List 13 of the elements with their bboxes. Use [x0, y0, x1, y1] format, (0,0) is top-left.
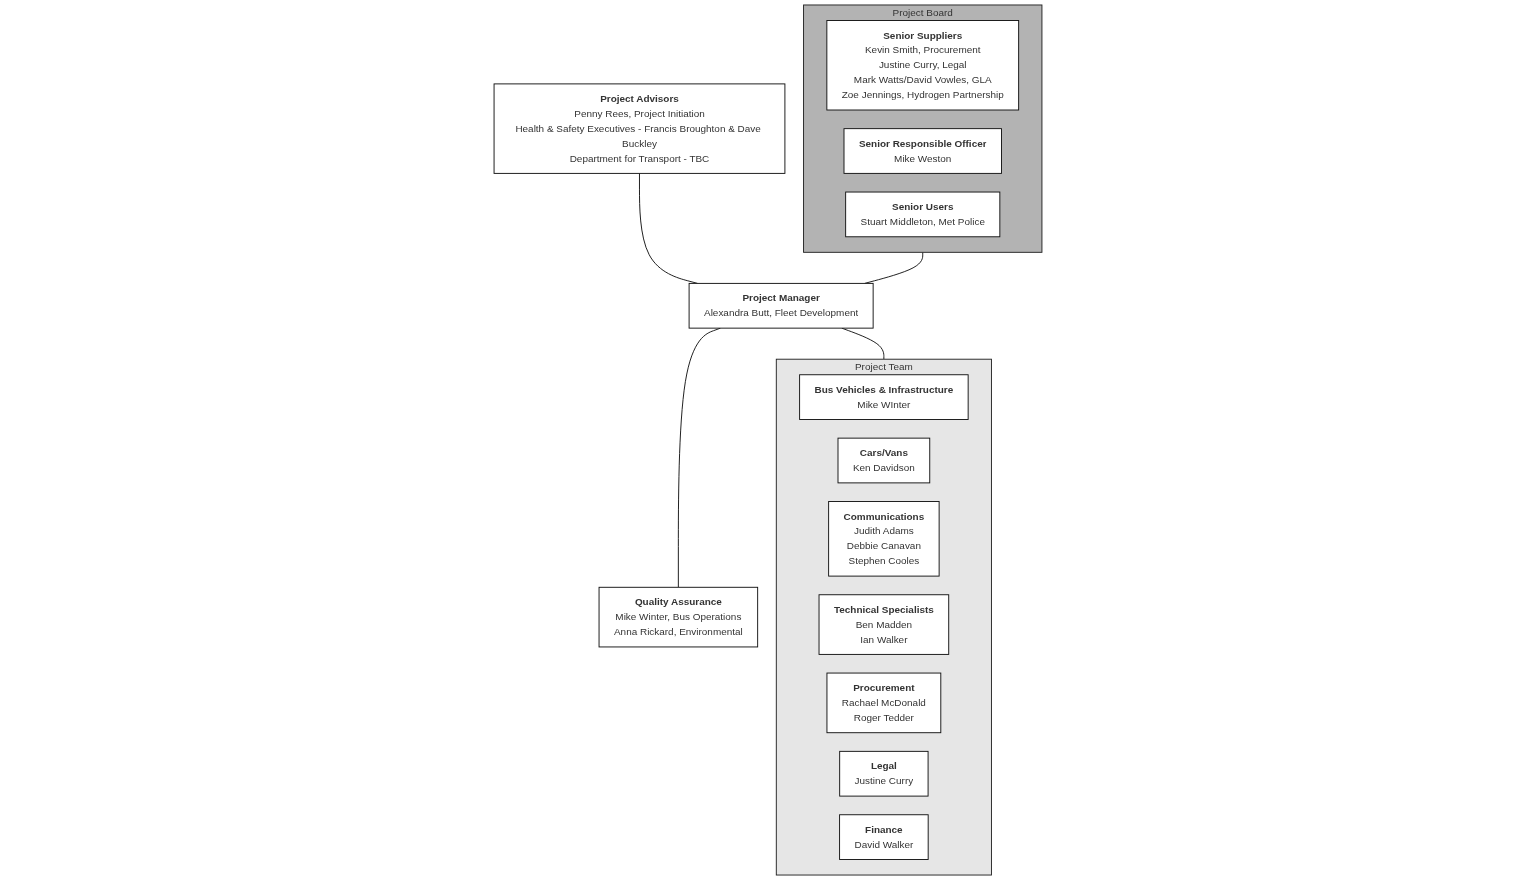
node-box: Senior Suppliers Kevin Smith, Procurement Justine Curry, Legal Mark Watts/David Vowles, GLA Zoe Jennings, Hydrogen Partnership — [826, 20, 1020, 111]
node-box: Senior Users Stuart Middleton, Met Police — [845, 191, 1001, 238]
node-box: Procurement Rachael McDonald Roger Tedder — [826, 672, 942, 734]
node-box: Technical Specialists Ben Madden Ian Walker — [818, 594, 950, 655]
node-box: Project Manager Alexandra Butt, Fleet Development — [688, 282, 874, 329]
node-box: Project Advisors Penny Rees, Project Initiation Health & Safety Executives - Francis Broughton & Dave Buckley Department for Transport - TBC — [493, 83, 786, 174]
node-box: Finance David Walker — [839, 814, 929, 860]
node-box: Senior Responsible Officer Mike Weston — [843, 128, 1002, 174]
node-box: Legal Justine Curry — [839, 750, 929, 797]
node-box: Cars/Vans Ken Davidson — [837, 437, 931, 484]
node-box: Communications Judith Adams Debbie Canavan Stephen Cooles — [828, 501, 940, 577]
node-box: Bus Vehicles & Infrastructure Mike WInter — [799, 374, 969, 420]
node-box: Quality Assurance Mike Winter, Bus Operations Anna Rickard, Environmental — [598, 586, 759, 648]
